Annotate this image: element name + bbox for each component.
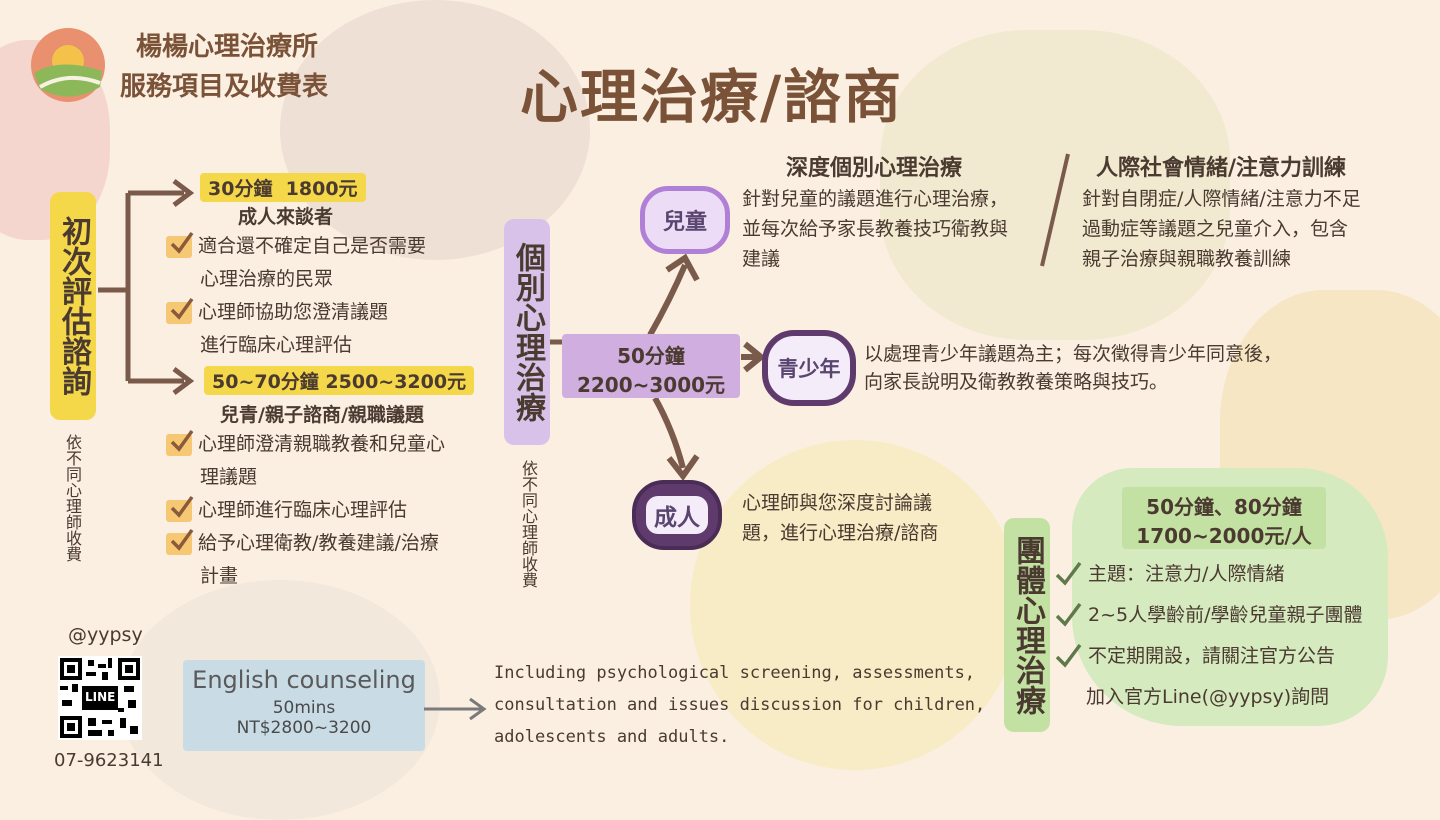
page-title: 心理治療/諮商 bbox=[520, 63, 904, 131]
group-price: 1700~2000元/人 bbox=[1136, 524, 1312, 548]
english-arrow bbox=[424, 697, 487, 721]
option2-item: 心理師進行臨床心理評估 bbox=[198, 499, 408, 521]
individual-price: 2200~3000元 bbox=[576, 373, 726, 397]
line-qr-code[interactable]: LINE bbox=[58, 656, 142, 740]
qr-line-label: LINE bbox=[85, 690, 116, 704]
option2-price: 50~70分鐘 2500~3200元 bbox=[204, 366, 475, 395]
divider-line bbox=[1040, 153, 1070, 267]
social-heading: 人際社會情緒/注意力訓練 bbox=[1096, 156, 1347, 181]
english-duration: 50mins bbox=[272, 698, 336, 718]
teen-desc: 以處理青少年議題為主；每次徵得青少年同意後， 向家長說明及衛教教養策略與技巧。 bbox=[864, 343, 1283, 393]
branch-arrows bbox=[98, 179, 195, 395]
option1-item: 進行臨床心理評估 bbox=[200, 334, 353, 356]
group-label: 團體心理治療 bbox=[1004, 518, 1050, 732]
background-blob bbox=[280, 0, 590, 260]
group-item: 不定期開設，請關注官方公告 bbox=[1088, 645, 1336, 667]
option2-item: 理議題 bbox=[200, 466, 258, 488]
individual-label: 個別心理治療 bbox=[504, 219, 550, 445]
clinic-subtitle: 服務項目及收費表 bbox=[120, 72, 329, 102]
option1-item: 心理師協助您澄清議題 bbox=[198, 301, 389, 323]
individual-duration: 50分鐘 bbox=[617, 344, 685, 368]
group-item: 2~5人學齡前/學齡兒童親子團體 bbox=[1088, 604, 1363, 626]
phone-number: 07-9623141 bbox=[54, 750, 164, 771]
background-blob bbox=[690, 440, 1020, 770]
english-box: English counseling 50mins NT$2800~3200 bbox=[183, 660, 425, 751]
option1-price: 30分鐘 1800元 bbox=[200, 173, 366, 202]
adult-desc: 心理師與您深度討論議 題，進行心理治療/諮商 bbox=[742, 492, 939, 544]
background-blob bbox=[880, 30, 1230, 340]
option2-list: 心理師澄清親職教養和兒童心 理議題 心理師進行臨床心理評估 給予心理衛教/教養建… bbox=[166, 428, 445, 593]
option1-list: 適合還不確定自己是否需要 心理治療的民眾 心理師協助您澄清議題 進行臨床心理評估 bbox=[166, 230, 426, 362]
check-icon bbox=[166, 297, 194, 324]
individual-price-box: 50分鐘 2200~3000元 bbox=[562, 334, 740, 398]
option2-item: 給予心理衛教/教養建議/治療 bbox=[198, 532, 439, 554]
teen-badge: 青少年 bbox=[762, 330, 856, 406]
group-price-box: 50分鐘、80分鐘 1700~2000元/人 bbox=[1122, 487, 1326, 549]
social-desc: 針對自閉症/人際情緒/注意力不足 過動症等議題之兒童介入，包含 親子治療與親職教… bbox=[1082, 188, 1361, 270]
group-duration: 50分鐘、80分鐘 bbox=[1146, 495, 1302, 519]
group-item: 主題：注意力/人際情緒 bbox=[1088, 563, 1285, 585]
check-icon bbox=[166, 495, 194, 522]
initial-note: 依不同心理師收費 bbox=[63, 434, 82, 562]
line-handle: @yypsy bbox=[68, 624, 143, 646]
english-title: English counseling bbox=[192, 666, 416, 694]
option2-target: 兒青/親子諮商/親職議題 bbox=[220, 404, 424, 426]
initial-label: 初次評估諮詢 bbox=[50, 192, 96, 420]
individual-arrows bbox=[550, 253, 766, 482]
clinic-name: 楊楊心理治療所 bbox=[136, 32, 319, 62]
group-list: 主題：注意力/人際情緒 2~5人學齡前/學齡兒童親子團體 不定期開設，請關注官方… bbox=[1054, 554, 1363, 718]
english-price: NT$2800~3200 bbox=[236, 718, 372, 738]
adult-badge: 成人 bbox=[632, 480, 722, 550]
option2-item: 計畫 bbox=[200, 565, 239, 587]
individual-note: 依不同心理師收費 bbox=[519, 460, 538, 588]
option2-item: 心理師澄清親職教養和兒童心 bbox=[198, 433, 446, 455]
check-icon bbox=[166, 528, 194, 555]
child-desc: 針對兒童的議題進行心理治療， 並每次給予家長教養技巧衛教與 建議 bbox=[742, 188, 1009, 270]
child-heading: 深度個別心理治療 bbox=[786, 156, 963, 181]
check-icon bbox=[1054, 561, 1082, 587]
check-icon bbox=[166, 231, 194, 258]
option1-item: 適合還不確定自己是否需要 bbox=[198, 235, 427, 257]
check-icon bbox=[1054, 602, 1082, 628]
check-icon bbox=[166, 429, 194, 456]
group-contact: 加入官方Line(@yypsy)詢問 bbox=[1086, 686, 1330, 708]
option1-item: 心理治療的民眾 bbox=[200, 268, 334, 290]
option1-target: 成人來談者 bbox=[238, 206, 334, 228]
check-icon bbox=[1054, 643, 1082, 669]
english-desc: Including psychological screening, asses… bbox=[494, 663, 986, 747]
clinic-logo bbox=[30, 27, 106, 103]
child-badge: 兒童 bbox=[640, 186, 730, 254]
